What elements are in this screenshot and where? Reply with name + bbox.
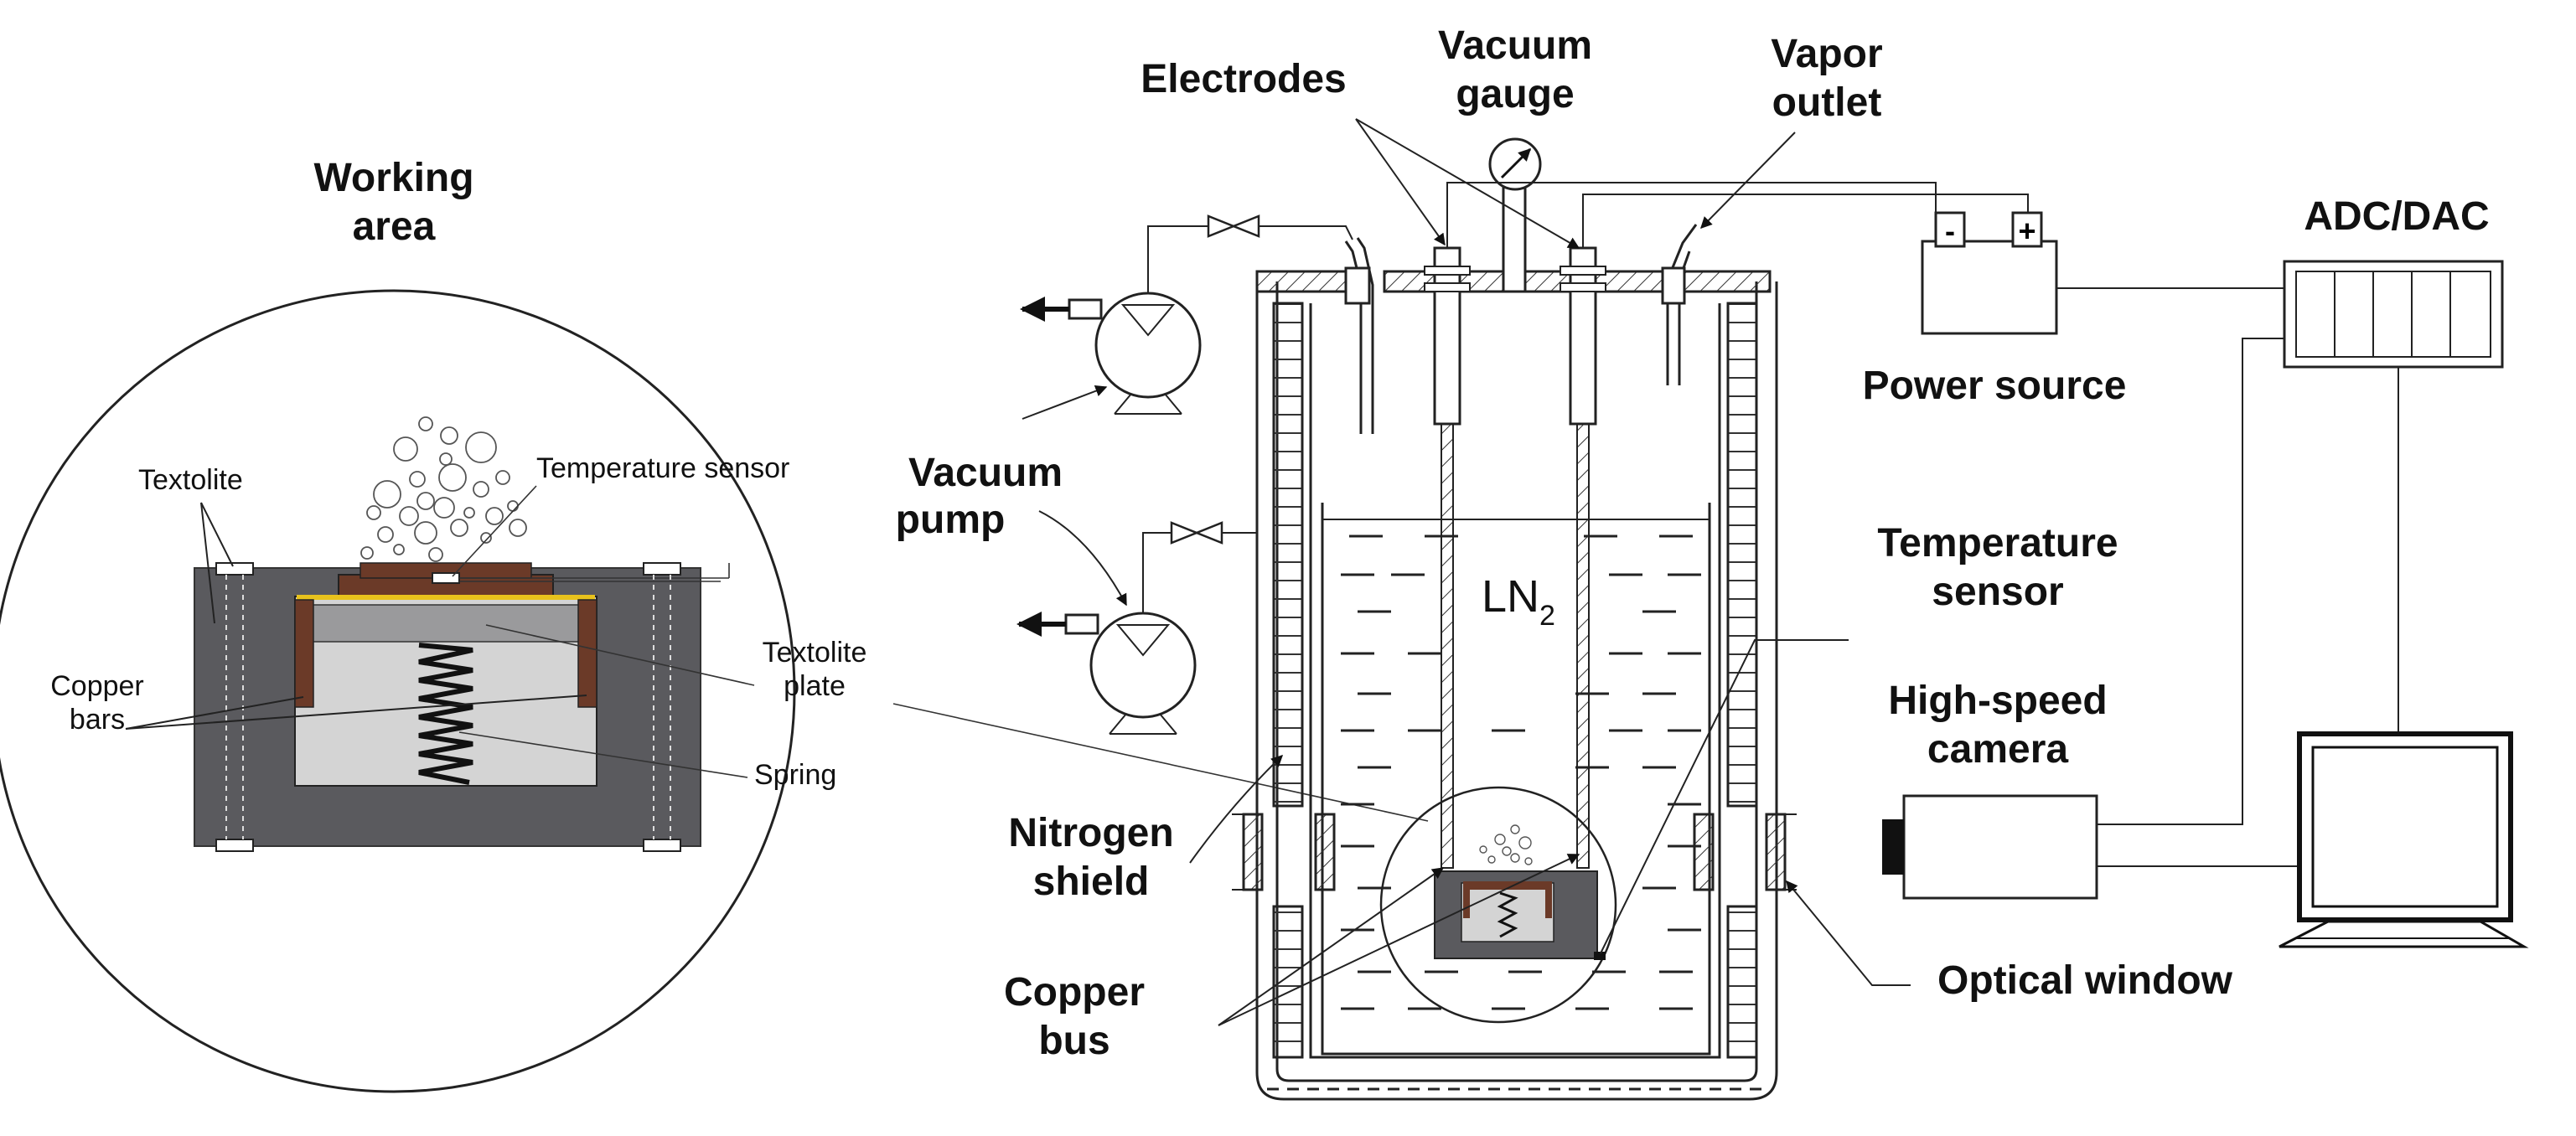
vacuum-pump-label-2: pump bbox=[896, 498, 1006, 542]
nitrogen-shield-right-upper bbox=[1726, 302, 1758, 808]
copper-bus-rod-left bbox=[1441, 423, 1454, 869]
textolite-plate bbox=[306, 604, 586, 643]
textolite-plate-label-1: Textolite bbox=[763, 637, 867, 669]
working-area-small bbox=[1379, 786, 1617, 1024]
textolite-label: Textolite bbox=[138, 464, 243, 496]
copper-bar-right bbox=[577, 599, 597, 708]
copper-bus-label-1: Copper bbox=[1004, 970, 1145, 1015]
spring-label: Spring bbox=[754, 759, 836, 791]
power-source-label: Power source bbox=[1863, 364, 2127, 408]
temperature-sensor-probe bbox=[432, 572, 460, 584]
copper-bus-label-2: bus bbox=[1038, 1019, 1110, 1063]
computer bbox=[2279, 731, 2529, 948]
optical-windows bbox=[1232, 813, 1797, 891]
working-area-inset: Working area Textolite Temperature senso… bbox=[0, 156, 1429, 1093]
copper-bus-rod-right bbox=[1576, 423, 1590, 869]
plus-terminal: + bbox=[2018, 214, 2035, 248]
vacuum-pump-lower bbox=[1016, 521, 1257, 735]
nitrogen-shield-left-upper bbox=[1272, 302, 1304, 808]
adc-dac-unit bbox=[2283, 260, 2504, 369]
vacuum-pump-upper bbox=[1020, 214, 1353, 415]
cryostat: LN2 bbox=[1232, 137, 2029, 1101]
nitrogen-shield-left-lower bbox=[1272, 905, 1304, 1059]
nitrogen-shield-right-lower bbox=[1726, 905, 1758, 1059]
copper-bars-label-2: bars bbox=[70, 704, 125, 736]
adc-dac-label: ADC/DAC bbox=[2304, 194, 2489, 239]
vacuum-gauge-label-2: gauge bbox=[1456, 72, 1574, 116]
minus-terminal: - bbox=[1945, 214, 1955, 248]
working-area-title-2: area bbox=[353, 204, 436, 249]
vacuum-gauge bbox=[1488, 137, 1542, 293]
high-speed-camera-label-1: High-speed bbox=[1888, 679, 2107, 723]
copper-bar-left bbox=[294, 599, 314, 708]
textolite-plate-label-2: plate bbox=[784, 670, 846, 702]
copper-bars-label-1: Copper bbox=[50, 670, 144, 702]
temperature-sensor-small-label: Temperature sensor bbox=[536, 452, 789, 484]
power-source: - + bbox=[1921, 211, 2058, 335]
spring-zigzag bbox=[418, 643, 473, 785]
inset-connector-line bbox=[892, 703, 1429, 822]
temperature-sensor-label-2: sensor bbox=[1932, 570, 2063, 614]
high-speed-camera-label-2: camera bbox=[1927, 727, 2068, 772]
vapor-outlet-label-2: outlet bbox=[1772, 80, 1882, 125]
high-speed-camera bbox=[1882, 794, 2098, 900]
ln2-label: LN2 bbox=[1482, 571, 1555, 632]
yellow-sample-strip bbox=[297, 595, 595, 600]
optical-window-label: Optical window bbox=[1937, 958, 2233, 1003]
vacuum-pump-label-1: Vacuum bbox=[908, 451, 1063, 495]
nitrogen-shield-label-1: Nitrogen bbox=[1008, 811, 1173, 855]
vapor-outlet-label-1: Vapor bbox=[1771, 32, 1882, 76]
temperature-sensor-label-1: Temperature bbox=[1877, 521, 2118, 565]
working-area-title-1: Working bbox=[313, 156, 473, 200]
electrodes-label: Electrodes bbox=[1141, 57, 1346, 101]
vacuum-gauge-label-1: Vacuum bbox=[1438, 23, 1592, 68]
bolts bbox=[215, 562, 681, 852]
electrodes bbox=[1424, 246, 1606, 869]
bubbles bbox=[360, 416, 527, 562]
nitrogen-shield-label-2: shield bbox=[1033, 860, 1150, 904]
